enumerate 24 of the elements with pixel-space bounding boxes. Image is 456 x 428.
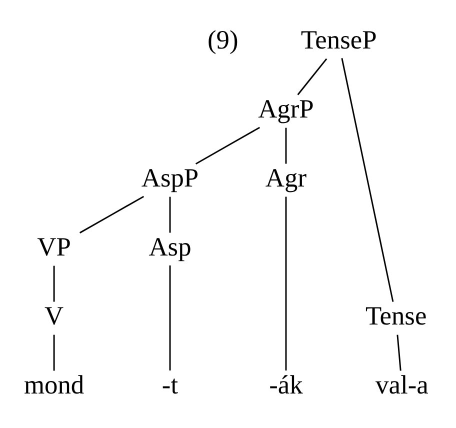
connector <box>297 58 328 95</box>
node-text: V <box>44 300 64 330</box>
connector <box>80 195 144 233</box>
connector <box>396 334 402 370</box>
node-text: -t <box>162 368 178 399</box>
node-text: Asp <box>148 230 192 261</box>
connector <box>53 334 55 370</box>
connector <box>169 264 171 370</box>
connector <box>53 265 55 302</box>
node-text: TenseP <box>300 24 377 54</box>
node-text: VP <box>37 230 71 261</box>
node-text: val-a <box>376 368 428 399</box>
node-text: mond <box>24 368 84 399</box>
node-text: AspP <box>141 162 199 192</box>
connector <box>341 58 394 302</box>
label: (9) <box>207 24 238 54</box>
connector <box>285 127 287 164</box>
node-text: Agr <box>265 162 307 192</box>
connector <box>195 126 260 164</box>
node-text: AgrP <box>258 92 314 123</box>
node-text: -ák <box>269 368 303 399</box>
connector <box>285 196 287 370</box>
connector <box>169 196 171 232</box>
node-text: Tense <box>365 300 427 330</box>
